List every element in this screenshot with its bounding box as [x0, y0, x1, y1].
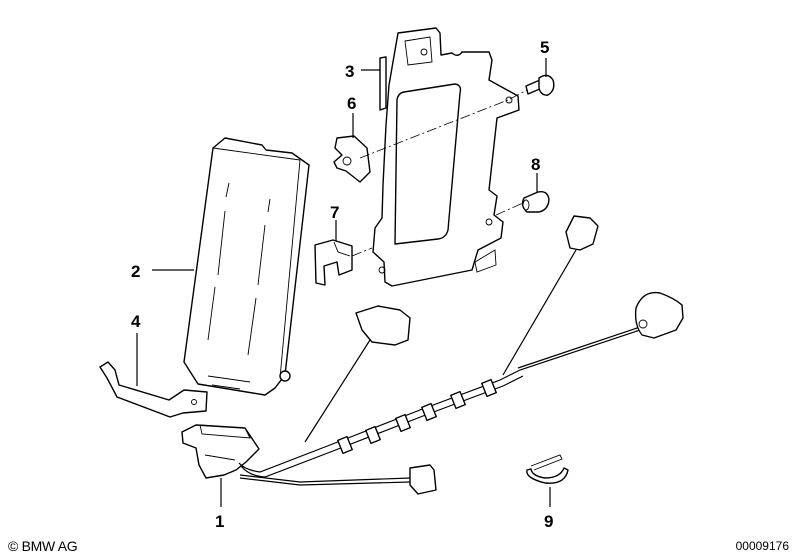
callout-7: 7: [330, 203, 339, 222]
part-clip-nut[interactable]: [333, 135, 371, 183]
part-screw[interactable]: [525, 74, 555, 96]
copyright-label: © BMW AG: [8, 538, 78, 554]
callout-5: 5: [540, 38, 549, 57]
screw-axis-line: [509, 89, 528, 100]
callout-8: 8: [531, 155, 540, 174]
bolt-axis-line: [495, 202, 524, 216]
callout-1: 1: [215, 512, 224, 531]
part-cable-tie[interactable]: [526, 454, 569, 484]
callout-4: 4: [131, 312, 141, 331]
harness-sleeves: [337, 378, 497, 455]
part-clip[interactable]: [314, 239, 353, 286]
part-connector-harness[interactable]: [181, 215, 684, 495]
clip7-axis-line: [351, 247, 373, 257]
callout-2: 2: [131, 262, 140, 281]
callout-9: 9: [544, 512, 553, 531]
part-mounting-bracket[interactable]: [372, 27, 520, 287]
drawing-number: 00009176: [735, 539, 789, 553]
part-bolt[interactable]: [521, 190, 550, 213]
part-control-unit[interactable]: [183, 137, 310, 396]
callout-6: 6: [347, 94, 356, 113]
part-holder-bracket[interactable]: [99, 361, 208, 418]
clip-axis-line: [359, 99, 509, 159]
callout-3: 3: [345, 62, 354, 81]
